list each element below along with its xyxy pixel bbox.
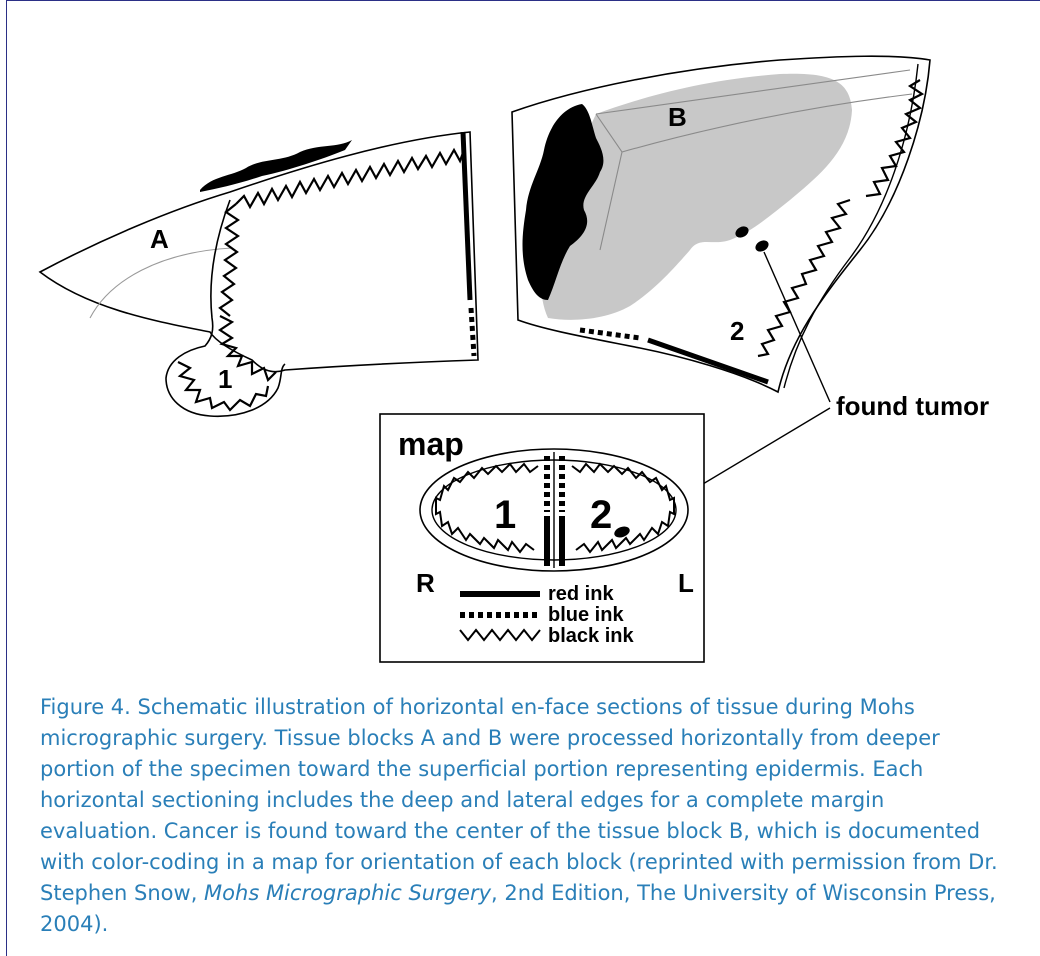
orientation-map: map 1 2 R L red ink blue ink black ink (380, 414, 704, 662)
map-section-1: 1 (494, 493, 516, 537)
tissue-block-b: B 2 (512, 56, 930, 392)
legend-red-ink-label: red ink (548, 583, 614, 605)
section-1-label: 1 (218, 364, 232, 394)
figure-caption: Figure 4. Schematic illustration of hori… (40, 692, 1000, 940)
map-left-label: L (678, 568, 694, 598)
map-title: map (398, 426, 464, 462)
mohs-diagram: A 1 B 2 found tumor map (0, 0, 1040, 680)
section-2-label: 2 (730, 316, 744, 346)
found-tumor-label: found tumor (836, 391, 989, 421)
caption-book-title: Mohs Micrographic Surgery (204, 881, 491, 905)
legend-blue-ink-label: blue ink (548, 604, 624, 626)
tissue-block-a: A 1 (40, 132, 478, 416)
block-b-label: B (668, 102, 687, 132)
caption-text: Figure 4. Schematic illustration of hori… (40, 695, 998, 905)
block-a-label: A (150, 224, 169, 254)
legend-black-ink-label: black ink (548, 625, 634, 647)
map-section-2: 2 (590, 493, 612, 537)
map-right-label: R (416, 568, 435, 598)
